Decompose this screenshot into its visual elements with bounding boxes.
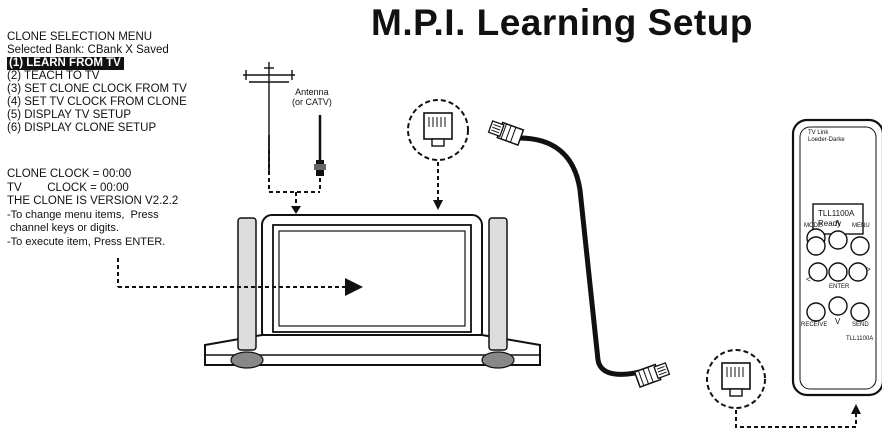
remote-screen-line1: TLL1100A — [818, 209, 855, 218]
menu-item-set-clone-clock: (3) SET CLONE CLOCK FROM TV — [7, 83, 187, 95]
remote-left-label: < — [806, 275, 811, 284]
remote-brand-line2: Loeder-Darke — [808, 137, 845, 143]
antenna-icon — [243, 62, 295, 175]
menu-item-display-clone-setup: (6) DISPLAY CLONE SETUP — [7, 122, 157, 134]
remote-menu-label: MENU — [852, 223, 870, 229]
rj-jack-bottom-icon — [706, 349, 766, 409]
remote-enter-label: ENTER — [829, 284, 850, 290]
clone-remote-icon — [791, 118, 882, 397]
menu-item-learn-from-tv: (1) LEARN FROM TV — [7, 57, 124, 70]
remote-model-label: TLL1100A — [846, 336, 874, 342]
menu-arrow-head — [345, 278, 363, 296]
antenna-label: Antenna (or CATV) — [292, 87, 332, 107]
remote-down-label: V — [835, 317, 841, 326]
antenna-label-line2: (or CATV) — [292, 97, 332, 107]
menu-to-screen-arrow — [117, 258, 346, 288]
remote-right-label: > — [866, 265, 871, 274]
remote-send-label: SEND — [852, 322, 869, 328]
menu-bank: Selected Bank: CBank X Saved — [7, 44, 169, 56]
jack-to-tv-arrow — [433, 162, 443, 210]
clone-clock-line: CLONE CLOCK = 00:00 — [7, 168, 132, 180]
link-cable-icon — [487, 120, 671, 389]
hint-line-2: channel keys or digits. — [7, 222, 119, 234]
remote-receive-label: RECEIVE — [801, 322, 828, 328]
tv-clock-line: TV CLOCK = 00:00 — [7, 181, 129, 194]
jack-to-remote-arrow — [735, 404, 861, 428]
hint-line-3: -To execute item, Press ENTER. — [7, 235, 166, 248]
clone-selection-menu: CLONE SELECTION MENU Selected Bank: CBan… — [7, 31, 187, 135]
tv-set-icon — [204, 214, 541, 369]
menu-item-teach-to-tv: (2) TEACH TO TV — [7, 70, 100, 82]
remote-screen-line2: Ready — [818, 219, 842, 228]
remote-brand-line1: TV Link — [808, 130, 829, 136]
antenna-arrow-head — [291, 206, 301, 214]
antenna-signal-arrows — [268, 150, 321, 207]
coax-cable-icon — [314, 115, 326, 176]
rj-jack-top-icon — [407, 99, 469, 161]
menu-item-set-tv-clock: (4) SET TV CLOCK FROM CLONE — [7, 96, 187, 108]
version-line: THE CLONE IS VERSION V2.2.2 — [7, 195, 179, 207]
remote-mode-label: MODE — [804, 223, 822, 229]
page-title: M.P.I. Learning Setup — [371, 2, 753, 43]
menu-heading: CLONE SELECTION MENU — [7, 31, 153, 43]
remote-up-label: Λ — [835, 219, 841, 228]
hint-line-1: -To change menu items, Press — [7, 208, 159, 221]
menu-item-display-tv-setup: (5) DISPLAY TV SETUP — [7, 109, 131, 121]
antenna-label-line1: Antenna — [295, 87, 329, 97]
clone-status: CLONE CLOCK = 00:00 TV CLOCK = 00:00 THE… — [7, 168, 178, 249]
remote-screen: TLL1100A Ready — [818, 209, 854, 229]
remote-brand: TV Link Loeder-Darke — [808, 130, 845, 144]
